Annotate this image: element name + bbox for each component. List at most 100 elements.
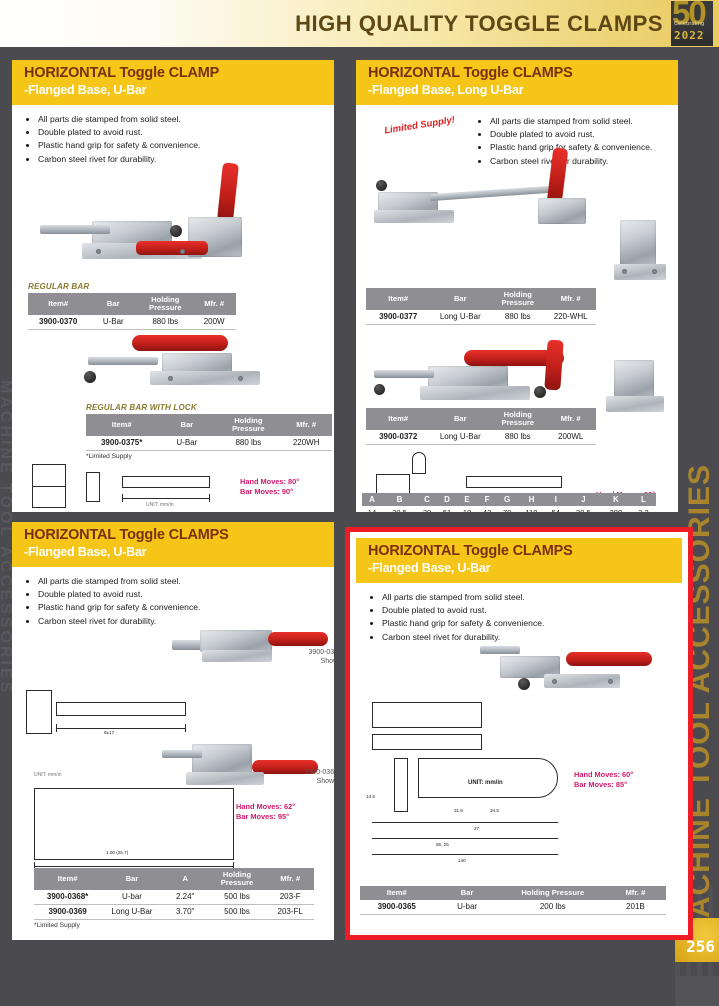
dim-v-l: 3.2 (630, 506, 656, 512)
col-mfr: Mfr. # (545, 408, 596, 430)
cell-a: 2.24" (162, 889, 208, 905)
col-bar: Bar (430, 408, 491, 430)
cell-mfr: 220WH (280, 435, 332, 451)
shown-caption: Shown (320, 658, 334, 666)
panel-1-table-a-wrap: REGULAR BAR Item# Bar Holding Pressure M… (28, 282, 236, 330)
dims-value-row: 14 20.5 30 51 10 42 70 110 54 20.5 280 3… (362, 506, 656, 512)
cell-bar: U-bar (433, 899, 501, 915)
bar-moves: Bar Moves: 90° (240, 486, 294, 496)
table-row: 3900-0377 Long U-Bar 880 lbs 220-WHL (366, 309, 596, 325)
col-a: A (162, 868, 208, 890)
list-item: Carbon steel rivet for durability. (38, 615, 334, 628)
hand-moves: Hand Moves: 62° (236, 802, 296, 811)
col-item: Item# (366, 288, 431, 310)
cell-mfr: 203-FL (266, 904, 314, 920)
table-header-row: Item# Bar Holding Pressure Mfr. # (86, 414, 332, 436)
panel-1-subtitle: -Flanged Base, U-Bar (24, 83, 147, 98)
panel-4-moves: Hand Moves: 60° Bar Moves: 85° (574, 770, 633, 790)
col-item: Item# (28, 293, 89, 315)
list-item: Plastic hand grip for safety & convenien… (382, 617, 682, 630)
anniversary-logo: 50 Celebrating 2022 (671, 1, 713, 46)
hand-moves: Hand Moves: 80° (240, 477, 300, 486)
col-bar: Bar (433, 886, 501, 900)
table-header-row: Item# Bar Holding Pressure Mfr. # (360, 886, 666, 900)
dim-v-e: 10 (457, 506, 478, 512)
cell-pressure: 880 lbs (138, 314, 193, 330)
dim-h-c: C (417, 493, 438, 506)
list-item: Double plated to avoid rust. (38, 588, 334, 601)
list-item: All parts die stamped from solid steel. (382, 591, 682, 604)
cell-item: 3900-0368* (34, 889, 102, 905)
dim-h-a: A (362, 493, 383, 506)
dim-v-h: 110 (517, 506, 546, 512)
panel-2-table-b: Item# Bar Holding Pressure Mfr. # 3900-0… (366, 408, 596, 445)
table-row: 3900-0372 Long U-Bar 880 lbs 200WL (366, 429, 596, 445)
panel-3-units: UNIT: mm/in (34, 772, 62, 778)
col-mfr: Mfr. # (280, 414, 332, 436)
col-pressure: Holding Pressure (490, 288, 546, 310)
cell-a: 3.70" (162, 904, 208, 920)
panel-1-footnote: *Limited Supply (86, 452, 132, 460)
list-item: All parts die stamped from solid steel. (38, 113, 334, 126)
panel-4-dim-4: 27 (474, 826, 480, 831)
dim-h-h: H (517, 493, 546, 506)
cell-item: 3900-0372 (366, 429, 431, 445)
panel-3-drawing-top: 6±17 (22, 682, 202, 752)
list-item: Carbon steel rivet for durability. (490, 155, 678, 168)
table-row: 3900-0375* U-Bar 880 lbs 220WH (86, 435, 332, 451)
panel-4-dim-5: 55, 25 (436, 842, 449, 847)
table-header-row: Item# Bar Holding Pressure Mfr. # (366, 288, 596, 310)
table-header-row: Item# Bar A Holding Pressure Mfr. # (34, 868, 314, 890)
panel-2-title: HORIZONTAL Toggle CLAMPS (368, 65, 573, 81)
dim-h-l: L (630, 493, 656, 506)
table-header-row: Item# Bar Holding Pressure Mfr. # (28, 293, 236, 315)
list-item: All parts die stamped from solid steel. (38, 575, 334, 588)
table-row: 3900-0368* U-bar 2.24" 500 lbs 203-F (34, 889, 314, 905)
cell-bar: U-Bar (157, 435, 217, 451)
panel-3-footnote: *Limited Supply (34, 921, 80, 929)
panel-3-moves: Hand Moves: 62° Bar Moves: 95° (236, 802, 295, 822)
panel-3-subtitle: -Flanged Base, U-Bar (24, 545, 147, 560)
table-row: 3900-0370 U-Bar 880 lbs 200W (28, 314, 236, 330)
product-photo-1a (30, 162, 260, 270)
col-bar: Bar (157, 414, 217, 436)
cell-bar: Long U-Bar (430, 309, 491, 325)
dim-v-f: 42 (477, 506, 498, 512)
hand-moves: Hand Moves: 60° (574, 770, 634, 779)
cell-pressure: 500 lbs (207, 904, 267, 920)
col-bar: Bar (101, 868, 163, 890)
col-mfr: Mfr. # (545, 288, 596, 310)
panel-4-table-wrap: Item# Bar Holding Pressure Mfr. # 3900-0… (360, 886, 666, 915)
panel-1-units: UNIT: mm/in (146, 502, 174, 508)
anniversary-number: 50 (672, 1, 707, 31)
col-item: Item# (34, 868, 102, 890)
shown-item-number: 3900-0368 (304, 769, 334, 776)
panel-2-table-a: Item# Bar Holding Pressure Mfr. # 3900-0… (366, 288, 596, 325)
panel-2-header: HORIZONTAL Toggle CLAMPS -Flanged Base, … (356, 60, 678, 105)
shown-item-number: 3900-0369 (308, 649, 334, 656)
col-pressure: Holding Pressure (207, 868, 267, 890)
page-number-badge: 256 (675, 918, 719, 962)
dim-h-i: I (545, 493, 566, 506)
dim-h-d: D (437, 493, 458, 506)
shown-caption: Shown (316, 778, 334, 786)
dim-v-d: 51 (437, 506, 458, 512)
product-panel-4-highlighted: HORIZONTAL Toggle CLAMPS -Flanged Base, … (345, 527, 693, 940)
cell-bar: U-bar (101, 889, 163, 905)
dim-v-c: 30 (417, 506, 438, 512)
panel-1-table-b-wrap: REGULAR BAR WITH LOCK Item# Bar Holding … (86, 403, 332, 460)
cell-pressure: 880 lbs (490, 309, 546, 325)
cell-item: 3900-0365 (360, 899, 434, 915)
panel-1-table-b-label: REGULAR BAR WITH LOCK (86, 403, 197, 412)
product-photo-2b (614, 220, 674, 300)
page-header: HIGH QUALITY TOGGLE CLAMPS 50 Celebratin… (0, 0, 719, 47)
list-item: All parts die stamped from solid steel. (490, 115, 678, 128)
table-header-row: Item# Bar Holding Pressure Mfr. # (366, 408, 596, 430)
anniversary-label: Celebrating (674, 21, 705, 27)
cell-bar: Long U-Bar (430, 429, 491, 445)
cell-mfr: 220-WHL (545, 309, 596, 325)
panel-1-title: HORIZONTAL Toggle CLAMP (24, 65, 220, 81)
panel-2-dims-table: A B C D E F G H I J K L 14 20.5 (362, 493, 656, 512)
list-item: Double plated to avoid rust. (490, 128, 678, 141)
